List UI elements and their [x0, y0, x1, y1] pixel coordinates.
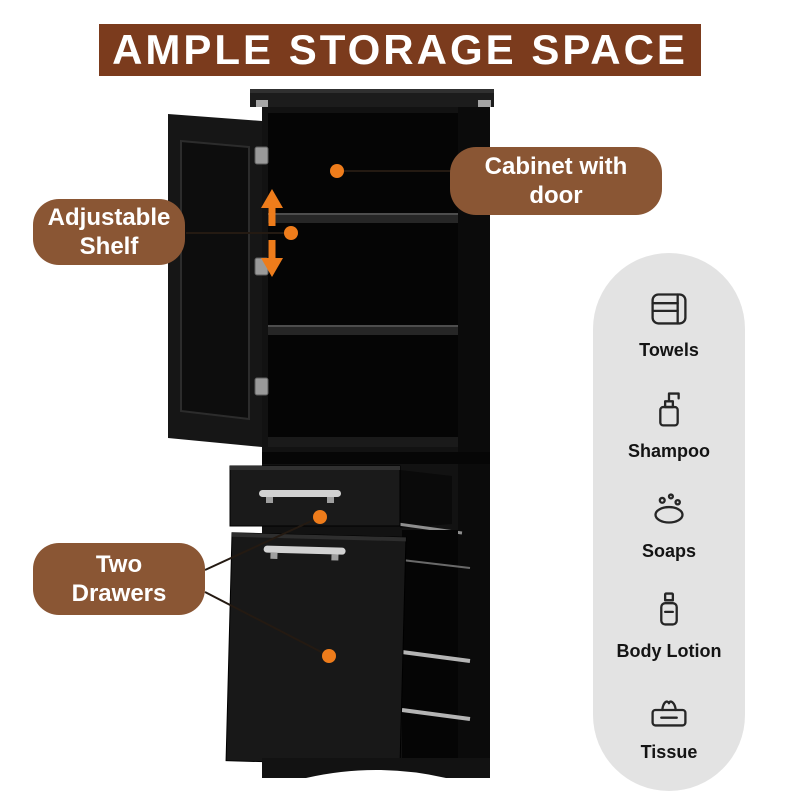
feature-label: Soaps — [641, 540, 697, 561]
drawer-handle — [259, 490, 341, 497]
tissue-icon — [651, 700, 687, 727]
callout-dot — [313, 510, 327, 524]
adjust-up-down-arrows-icon — [261, 189, 283, 277]
open-drawer — [229, 465, 463, 535]
banner-title: AMPLE STORAGE SPACE — [112, 26, 688, 73]
feature-label: Tissue — [640, 741, 698, 762]
callout-adjustable-shelf: Adjustable Shelf — [33, 199, 185, 265]
cabinet-illustration — [168, 89, 494, 778]
hinge-bracket — [478, 100, 491, 107]
adjustable-shelves — [268, 213, 458, 335]
hinge — [254, 146, 269, 396]
feature-label: Body Lotion — [616, 641, 722, 662]
feature-tissue: Tissue — [640, 683, 698, 763]
features-panel: Towels Shampoo Soaps — [593, 253, 745, 791]
shampoo-icon — [659, 392, 680, 427]
towel-icon — [651, 293, 687, 325]
lotion-icon — [660, 592, 678, 626]
feature-towels: Towels — [639, 281, 699, 361]
feature-body-lotion: Body Lotion — [616, 582, 722, 662]
callout-lines — [186, 170, 452, 656]
callout-dot — [330, 164, 344, 178]
banner: AMPLE STORAGE SPACE — [99, 24, 701, 76]
callout-two-drawers: Two Drawers — [33, 543, 205, 615]
soap-icon — [654, 493, 684, 524]
hinge-bracket — [256, 100, 268, 107]
callout-dot — [284, 226, 298, 240]
feature-shampoo: Shampoo — [628, 382, 710, 462]
lower-drawer-front — [225, 532, 407, 766]
callout-dots — [284, 164, 344, 663]
cabinet-door-open — [168, 114, 262, 447]
feature-label: Shampoo — [627, 440, 710, 461]
callout-cabinet-with-door: Cabinet with door — [450, 147, 662, 215]
callout-dot — [322, 649, 336, 663]
feature-label: Towels — [639, 340, 699, 361]
feature-soaps: Soaps — [642, 482, 696, 562]
drawer-handle — [263, 545, 346, 555]
